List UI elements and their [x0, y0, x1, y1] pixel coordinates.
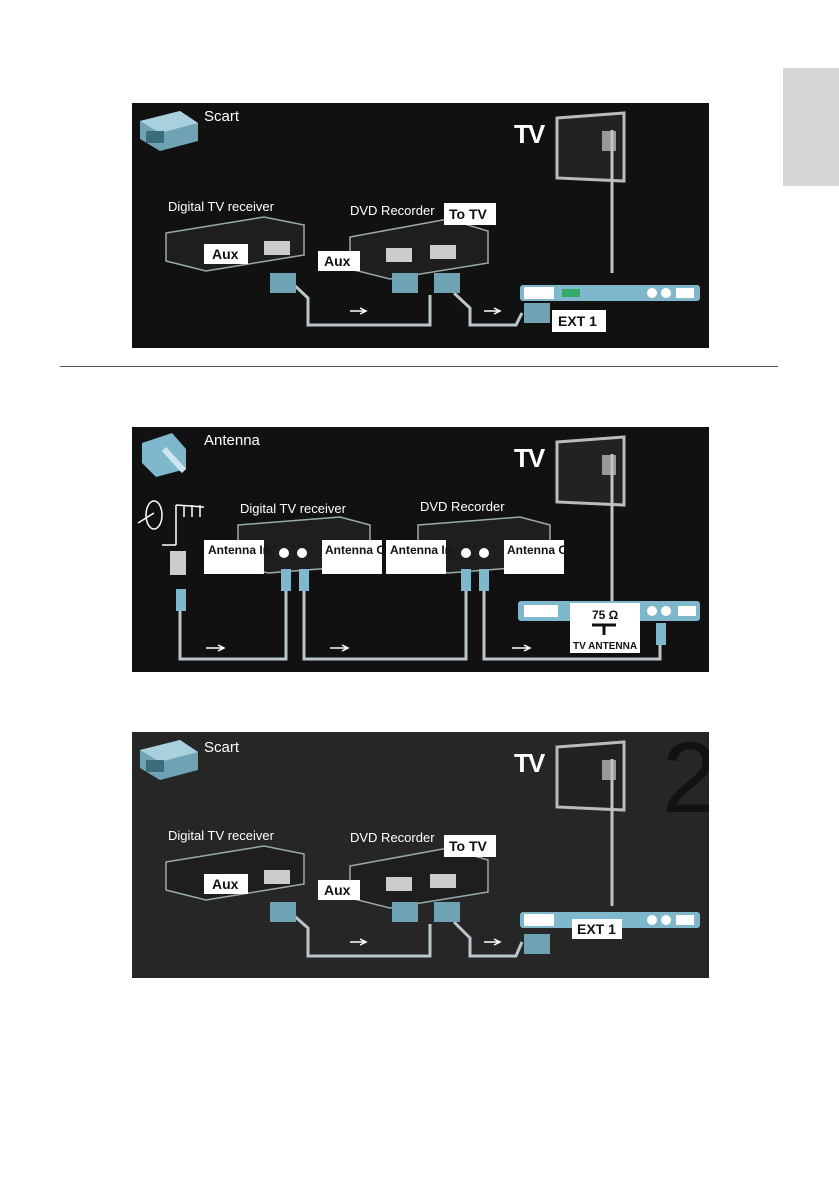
ext1-port-label: EXT 1 [558, 313, 597, 329]
scart-diagram-panel-2: Scart TV 2 Digital TV receiver Aux DVD R… [132, 732, 709, 978]
tv-icon [555, 435, 626, 507]
tv-label: TV [514, 119, 546, 149]
tv-antenna-label: TV ANTENNA [573, 641, 637, 652]
scart-connector-icon [140, 740, 198, 780]
digital-tv-receiver-icon [165, 845, 305, 901]
tv-icon [555, 740, 626, 812]
scart-cables [291, 759, 614, 958]
antenna-connector-icon [142, 433, 187, 477]
scart-diagram-panel: Scart TV Digital TV receiver Aux DVD Rec… [132, 103, 709, 348]
device-label-dvd-recorder: DVD Recorder [350, 830, 435, 845]
aux-port-label: Aux [212, 876, 239, 892]
chapter-tab [783, 68, 839, 186]
device-label-digital-tv-receiver: Digital TV receiver [168, 828, 275, 843]
scart-plugs [270, 902, 550, 954]
coax-plugs [176, 569, 666, 645]
scart-plugs [270, 273, 550, 323]
device-label-digital-tv-receiver: Digital TV receiver [168, 199, 275, 214]
dvd-recorder-icon [349, 847, 489, 909]
antenna-dish-icon [137, 500, 205, 546]
device-label-dvd-recorder: DVD Recorder [350, 203, 435, 218]
antenna-out-label: Antenna Out [507, 543, 579, 557]
tv-connector-panel [520, 285, 700, 301]
antenna-cables [178, 454, 662, 661]
panel-title: Antenna [204, 432, 261, 449]
wall-socket-icon [170, 551, 186, 575]
antenna-out-label: Antenna Out [325, 543, 397, 557]
step-number: 2 [662, 732, 709, 834]
to-tv-port-label: To TV [449, 838, 488, 854]
panel-title: Scart [204, 108, 240, 125]
section-divider [60, 366, 778, 367]
dvd-recorder-icon [349, 218, 489, 280]
antenna-in-label: Antenna In [208, 543, 270, 557]
aux-in-port-label: Aux [324, 882, 351, 898]
tv-label: TV [514, 748, 546, 778]
device-label-digital-tv-receiver: Digital TV receiver [240, 501, 347, 516]
ext1-port-label: EXT 1 [577, 921, 616, 937]
antenna-in-label: Antenna In [390, 543, 452, 557]
aux-port-label: Aux [212, 246, 239, 262]
aux-in-port-label: Aux [324, 253, 351, 269]
scart-cables [290, 130, 614, 327]
device-label-dvd-recorder: DVD Recorder [420, 499, 505, 514]
scart-connector-icon [140, 111, 198, 151]
panel-title: Scart [204, 739, 240, 756]
tv-icon [555, 111, 626, 183]
antenna-diagram-panel: Antenna TV Digital TV receiver Antenna I… [132, 427, 709, 672]
tv-label: TV [514, 443, 546, 473]
75-ohm-label: 75 Ω [592, 608, 619, 622]
to-tv-port-label: To TV [449, 206, 488, 222]
